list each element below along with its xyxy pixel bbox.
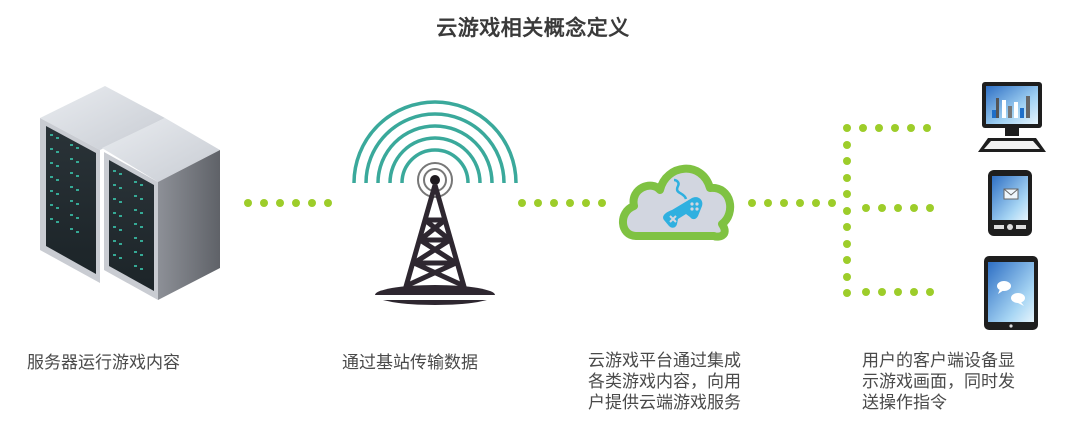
server-rack-icon: [30, 78, 230, 303]
connector-branch-vertical: [843, 124, 851, 297]
connector-cloud-to-devices: [748, 199, 836, 207]
caption-server: 服务器运行游戏内容: [27, 353, 180, 373]
caption-cloud-line-3: 户提供云端游戏服务: [588, 393, 741, 413]
cloud-gamepad-icon: [614, 150, 738, 244]
connector-server-to-tower: [244, 199, 332, 207]
smartphone-icon: [986, 168, 1034, 238]
tablet-icon: [982, 254, 1040, 332]
caption-devices-line-3: 送操作指令: [862, 393, 947, 413]
caption-cloud-line-1: 云游戏平台通过集成: [588, 351, 741, 371]
caption-devices-line-1: 用户的客户端设备显: [862, 351, 1015, 371]
caption-tower: 通过基站传输数据: [342, 353, 478, 373]
connector-tower-to-cloud: [518, 199, 606, 207]
caption-cloud-line-2: 各类游戏内容，向用: [588, 372, 741, 392]
connector-branch-desktop: [859, 124, 931, 132]
caption-cloud: 云游戏平台通过集成 各类游戏内容，向用 户提供云端游戏服务: [588, 351, 741, 414]
connector-branch-tablet: [862, 288, 934, 296]
caption-devices: 用户的客户端设备显 示游戏画面，同时发 送操作指令: [862, 351, 1015, 414]
cell-tower-icon: [350, 95, 520, 305]
caption-devices-line-2: 示游戏画面，同时发: [862, 372, 1015, 392]
diagram-title: 云游戏相关概念定义: [436, 16, 630, 40]
desktop-computer-icon: [974, 80, 1048, 156]
connector-branch-phone: [862, 204, 934, 212]
